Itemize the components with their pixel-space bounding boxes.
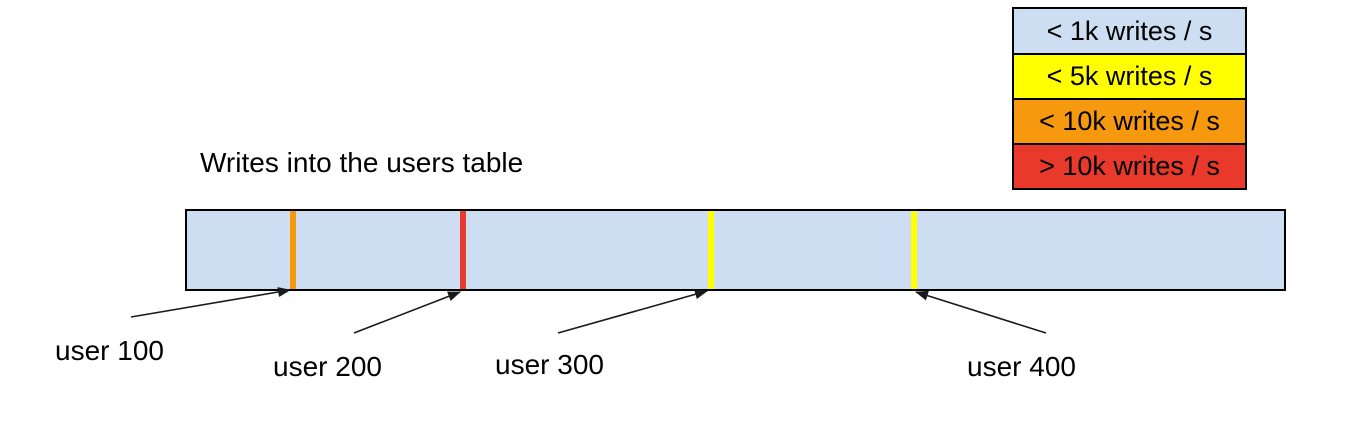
marker-label-user-100: user 100 [55,335,164,366]
legend-row-lt-5k: < 5k writes / s [1012,53,1247,100]
stripe-user-300 [708,211,714,289]
marker-label-user-300: user 300 [495,349,604,380]
marker-label-user-400: user 400 [967,351,1076,382]
legend-row-gt-10k: > 10k writes / s [1012,143,1247,190]
stripe-user-100 [290,211,296,289]
legend-row-lt-10k: < 10k writes / s [1012,98,1247,145]
users-table-bar [185,209,1286,291]
stripe-user-200 [460,211,466,289]
legend: < 1k writes / s < 5k writes / s < 10k wr… [1012,7,1247,190]
diagram-title: Writes into the users table [200,147,524,178]
arrow-user-200 [353,291,461,334]
marker-label-user-200: user 200 [273,351,382,382]
arrow-user-100 [130,287,291,318]
arrow-user-400 [915,290,1047,334]
arrow-user-300 [557,289,708,334]
legend-row-lt-1k: < 1k writes / s [1012,7,1247,55]
stripe-user-400 [911,211,917,289]
